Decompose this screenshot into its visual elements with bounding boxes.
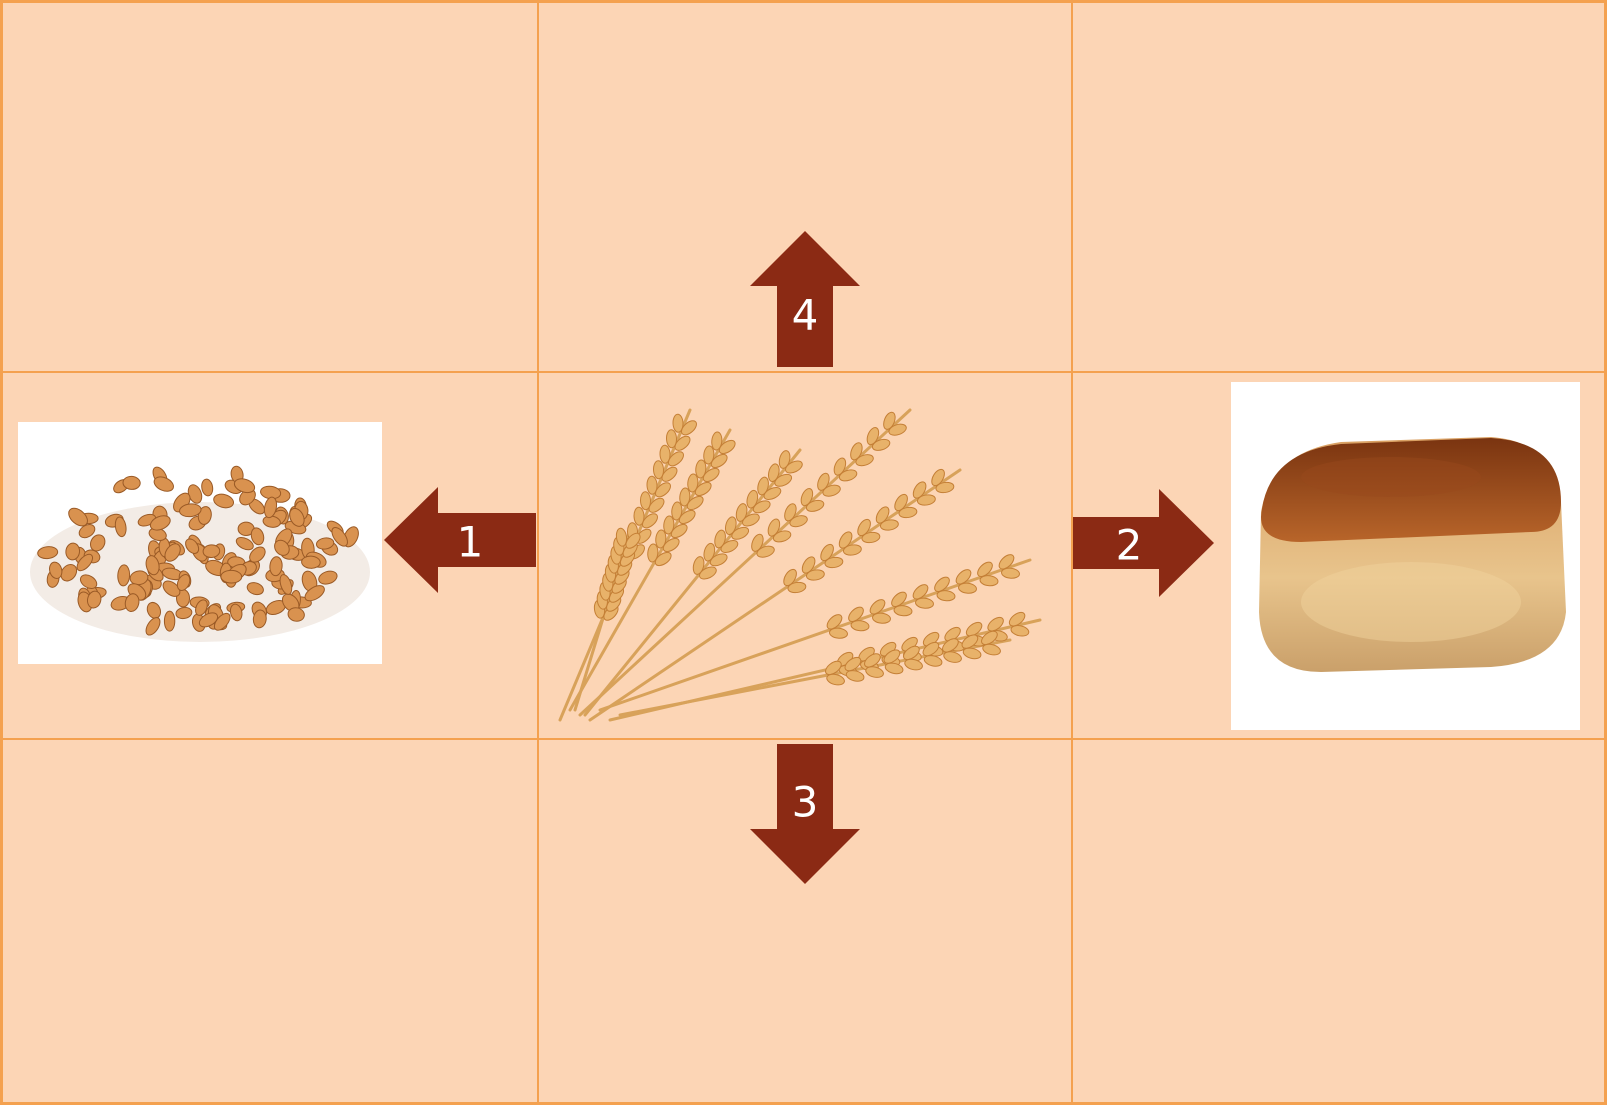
wheat-kernel bbox=[872, 612, 891, 624]
arrow-3-label: 3 bbox=[792, 778, 819, 827]
wheat-kernel bbox=[894, 605, 913, 617]
wheat-kernel bbox=[1001, 567, 1020, 579]
grid-horizontal-line-1 bbox=[0, 371, 1607, 373]
grid-vertical-line-1 bbox=[537, 0, 539, 1105]
wheat-kernel bbox=[915, 597, 934, 609]
arrow-2-right: 2 bbox=[1073, 489, 1214, 597]
wheat-ears-image bbox=[540, 390, 1080, 730]
wheat-kernel bbox=[937, 590, 956, 602]
wheat-grain bbox=[221, 570, 242, 583]
arrow-2-shape bbox=[1073, 489, 1214, 597]
wheat-kernel bbox=[958, 582, 977, 594]
wheat-grains-photo bbox=[18, 422, 382, 664]
bread-loaf-photo bbox=[1231, 382, 1580, 730]
arrow-4-label: 4 bbox=[792, 291, 819, 340]
wheat-stalk bbox=[620, 640, 1010, 715]
arrow-1-left: 1 bbox=[384, 487, 536, 593]
wheat-kernel bbox=[829, 627, 848, 639]
frame-top-line bbox=[0, 0, 1607, 3]
wheat-grain bbox=[301, 556, 320, 569]
frame-left-line bbox=[0, 0, 3, 1105]
wheat-kernel bbox=[980, 575, 999, 587]
wheat-kernel bbox=[1010, 624, 1030, 638]
arrow-1-label: 1 bbox=[457, 518, 484, 567]
arrow-2-label: 2 bbox=[1116, 521, 1143, 570]
grid-horizontal-line-2 bbox=[0, 738, 1607, 740]
arrow-4-up: 4 bbox=[750, 231, 860, 367]
arrow-3-down: 3 bbox=[750, 744, 860, 884]
wheat-grain bbox=[164, 611, 174, 631]
wheat-kernel bbox=[851, 620, 870, 632]
